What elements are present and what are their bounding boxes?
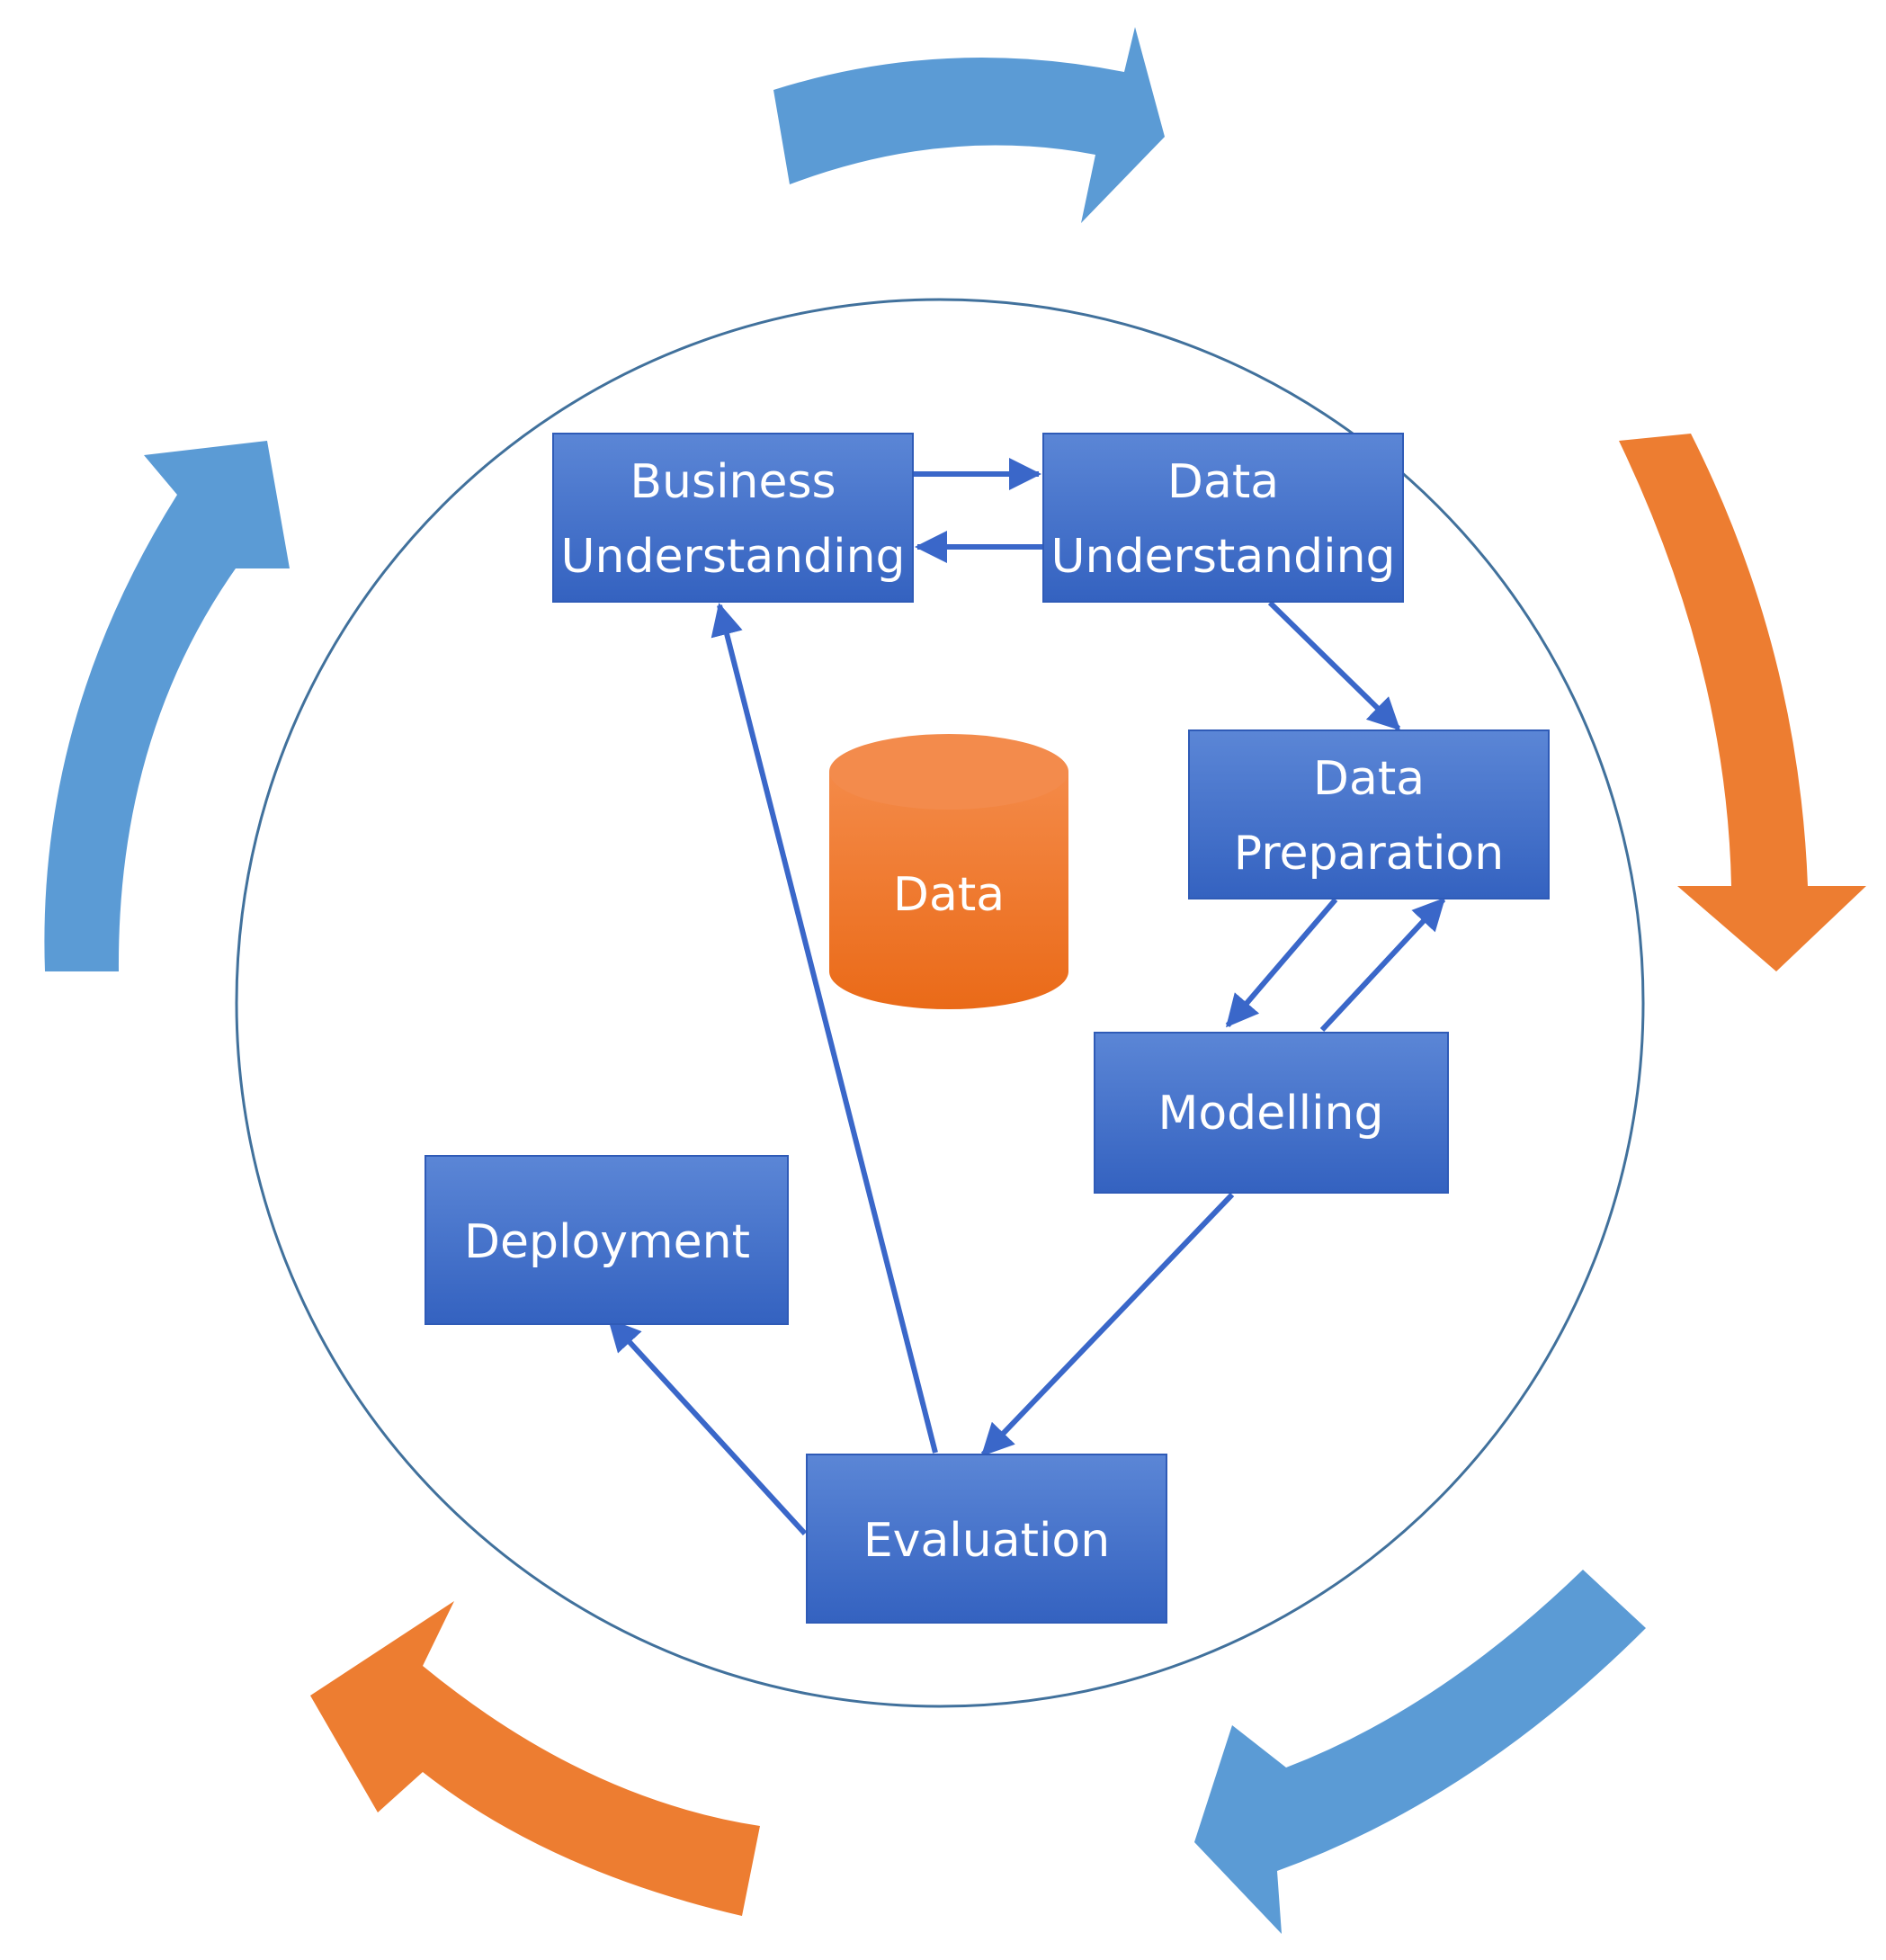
cycle-arrow-left (44, 441, 290, 971)
cycle-arrow-bottom-right (1194, 1570, 1646, 1934)
phase-evaluation: Evaluation (806, 1454, 1167, 1624)
phase-deployment: Deployment (425, 1155, 789, 1325)
cycle-arrow-bottom-left (310, 1601, 760, 1916)
data-understanding-line-2: Understanding (1050, 530, 1395, 584)
data-preparation-line-2: Preparation (1234, 827, 1504, 881)
connectors (607, 458, 1446, 1536)
connector-evaluation-to-deployment (607, 1318, 808, 1536)
data-understanding-line-1: Data (1167, 455, 1279, 509)
data-preparation-line-1: Data (1313, 752, 1425, 806)
connector-modelling-to-preparation (1319, 897, 1446, 1033)
phase-data-understanding: Data Understanding (1042, 433, 1404, 603)
business-understanding-line-2: Understanding (560, 530, 905, 584)
phase-business-understanding: Business Understanding (552, 433, 914, 603)
modelling-label: Modelling (1158, 1087, 1384, 1141)
phase-data-preparation: Data Preparation (1188, 729, 1550, 899)
process-circle (235, 298, 1645, 1708)
connector-modelling-to-evaluation (980, 1192, 1235, 1457)
business-understanding-line-1: Business (630, 455, 836, 509)
cycle-arrow-right (1619, 434, 1866, 971)
data-store-cylinder: Data (829, 734, 1068, 1009)
phase-modelling: Modelling (1094, 1032, 1449, 1194)
connector-preparation-to-modelling (1225, 898, 1338, 1028)
evaluation-label: Evaluation (863, 1514, 1110, 1568)
connector-evaluation-to-business (711, 603, 938, 1454)
cycle-arrow-top (773, 27, 1165, 223)
data-store-label: Data (893, 868, 1005, 922)
deployment-label: Deployment (464, 1215, 750, 1269)
connector-data-understanding-to-preparation (1267, 600, 1401, 731)
